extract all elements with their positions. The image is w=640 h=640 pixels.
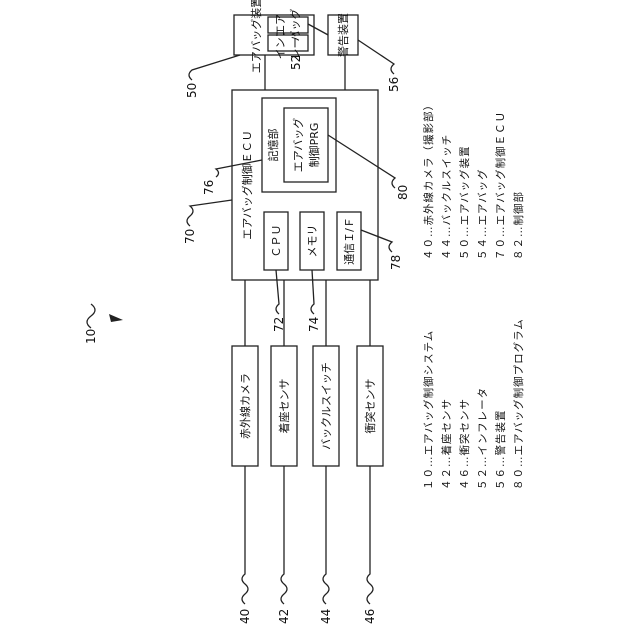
warning-device-ref-leader: [358, 40, 394, 74]
airbag-device-title: エアバッグ装置: [249, 0, 263, 73]
system-ref-label: 10: [84, 329, 98, 344]
collision-sensor-leader: [367, 466, 373, 604]
legend-item: ４６…衝突センサ: [458, 398, 471, 490]
ir-camera-leader: [242, 466, 248, 604]
warning-device-ref: 56: [387, 77, 401, 92]
legend-item: ８０…エアバッグ制御プログラム: [512, 318, 525, 490]
storage-ref: 76: [202, 180, 216, 195]
comm-ref: 78: [389, 255, 403, 270]
legend-item: ４４…バックルスイッチ: [441, 134, 453, 260]
system-ref-leader: [87, 304, 95, 328]
memory-ref: 74: [307, 317, 321, 332]
ecu-ref-leader: [187, 200, 232, 226]
seat-sensor-label: 着座センサ: [277, 379, 291, 434]
inflator-ref: 52: [289, 55, 303, 70]
comm-interface-label: 通信Ｉ/Ｆ: [343, 217, 356, 265]
ir-camera-ref: 40: [238, 609, 252, 624]
airbag-device-ref: 50: [185, 83, 199, 98]
program-label-line2: 制御PRG: [307, 123, 321, 168]
storage-label: 記憶部: [266, 129, 280, 162]
legend-item: １０…エアバッグ制御システム: [422, 330, 435, 490]
legend-item: ５０…エアバッグ装置: [458, 145, 471, 260]
legend-item: ７０…エアバッグ制御ＥＣＵ: [494, 111, 507, 260]
cpu-ref: 72: [272, 317, 286, 332]
airbag-ecu-title: エアバッグ制御ＥＣＵ: [240, 130, 254, 240]
buckle-switch-label: バックルスイッチ: [320, 362, 333, 450]
memory-label: メモリ: [306, 225, 319, 258]
collision-sensor-label: 衝突センサ: [363, 379, 377, 434]
seat-sensor-leader: [281, 466, 287, 604]
legend-item: ４２…着座センサ: [440, 398, 453, 490]
legend-item: ４０…赤外線カメラ（撮影部）: [422, 99, 435, 260]
legend-item: ８２…制御部: [512, 191, 525, 260]
system-ref-arrow: [109, 314, 123, 322]
legend-item: ５６…警告装置: [494, 410, 507, 491]
buckle-switch-leader: [323, 466, 329, 604]
collision-sensor-ref: 46: [363, 609, 377, 624]
legend-item: ５２…インフレータ: [477, 387, 489, 490]
seat-sensor-ref: 42: [277, 609, 291, 624]
cpu-label: ＣＰＵ: [270, 225, 283, 258]
program-box: [284, 108, 328, 182]
ir-camera-label: 赤外線カメラ: [238, 373, 252, 439]
warning-device-label: 警告装置: [336, 13, 350, 57]
program-label-line1: エアバッグ: [291, 118, 305, 173]
buckle-switch-ref: 44: [319, 609, 333, 624]
airbag-device-ref-leader: [189, 55, 240, 80]
airbag-label-line2: バッグ: [288, 9, 302, 42]
program-ref: 80: [396, 185, 410, 200]
ecu-ref: 70: [183, 229, 197, 244]
legend-item: ５４…エアバッグ: [476, 168, 489, 260]
airbag-label-line1: エア: [274, 14, 287, 36]
